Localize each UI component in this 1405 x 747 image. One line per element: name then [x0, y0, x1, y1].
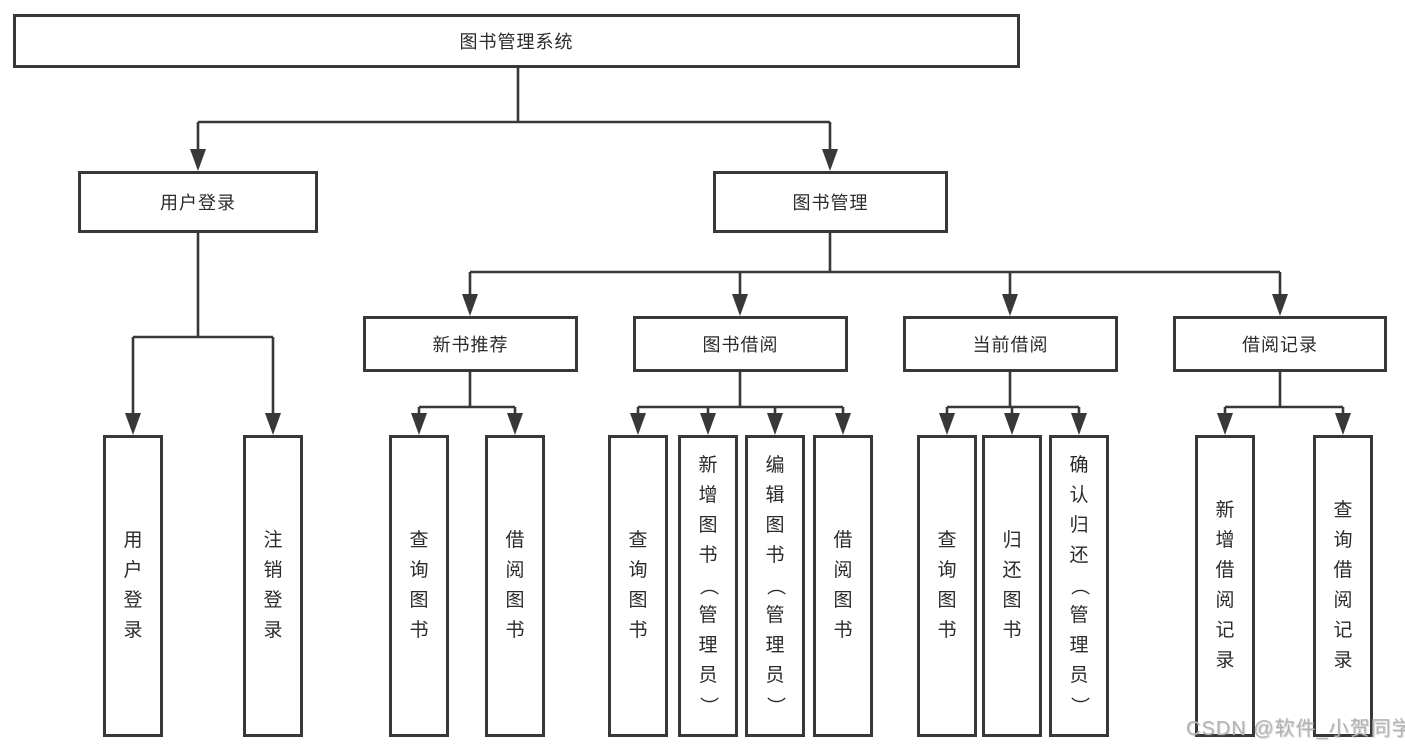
leaf-query-books-borrowing: 查询图书: [608, 435, 668, 737]
leaf-edit-book-admin: 编辑图书（管理员）: [745, 435, 805, 737]
leaf-add-borrow-record: 新增借阅记录: [1195, 435, 1255, 737]
node-book-borrowing-label: 图书借阅: [702, 335, 779, 355]
node-user-login-label: 用户登录: [160, 193, 236, 213]
node-current-borrowing: 当前借阅: [903, 316, 1118, 372]
leaf-borrow-books-recommend: 借阅图书: [485, 435, 545, 737]
leaf-query-books-recommend: 查询图书: [389, 435, 449, 737]
node-book-borrowing: 图书借阅: [633, 316, 848, 372]
leaf-user-login: 用户登录: [103, 435, 163, 737]
leaf-add-book-admin: 新增图书（管理员）: [678, 435, 738, 737]
node-book-management: 图书管理: [713, 171, 948, 233]
leaf-query-books-current: 查询图书: [917, 435, 977, 737]
csdn-watermark: CSDN @软件_小贺同学: [1186, 718, 1405, 740]
node-new-book-recommend: 新书推荐: [363, 316, 578, 372]
leaf-query-borrow-record: 查询借阅记录: [1313, 435, 1373, 737]
node-book-management-label: 图书管理: [792, 193, 869, 213]
node-new-book-recommend-label: 新书推荐: [432, 335, 509, 355]
node-current-borrowing-label: 当前借阅: [972, 335, 1049, 355]
leaf-confirm-return-admin: 确认归还（管理员）: [1049, 435, 1109, 737]
node-library-system-label: 图书管理系统: [459, 32, 574, 52]
node-borrowing-records-label: 借阅记录: [1242, 335, 1318, 355]
leaf-borrow-books-borrowing: 借阅图书: [813, 435, 873, 737]
leaf-logout: 注销登录: [243, 435, 303, 737]
leaf-return-books: 归还图书: [982, 435, 1042, 737]
node-borrowing-records: 借阅记录: [1173, 316, 1387, 372]
node-user-login: 用户登录: [78, 171, 318, 233]
node-library-system: 图书管理系统: [13, 14, 1020, 68]
